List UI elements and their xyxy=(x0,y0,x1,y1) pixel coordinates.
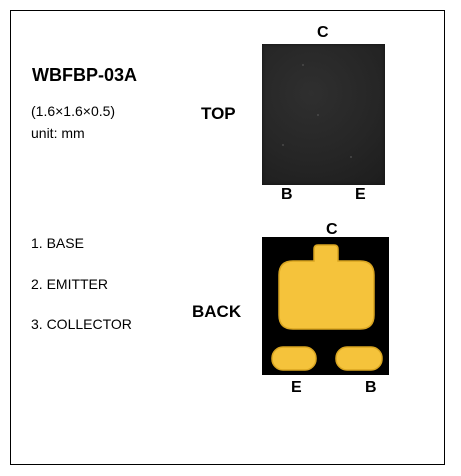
top-view-label: TOP xyxy=(201,104,236,123)
back-pads-svg xyxy=(271,244,383,371)
pin-list-item: 1. BASE xyxy=(31,235,84,251)
base-pad xyxy=(335,346,383,371)
surface-speck xyxy=(350,156,352,158)
top-view-chip-image xyxy=(262,44,385,185)
top-pin-e-label: E xyxy=(355,186,366,203)
emitter-pad xyxy=(271,346,317,371)
pin-list-item: 3. COLLECTOR xyxy=(31,316,132,332)
part-unit: unit: mm xyxy=(31,125,85,141)
surface-speck xyxy=(317,114,319,116)
pin-list-item: 2. EMITTER xyxy=(31,276,109,292)
top-pin-b-label: B xyxy=(281,186,293,203)
back-view-label: BACK xyxy=(192,302,242,321)
surface-speck xyxy=(302,64,304,66)
collector-pad xyxy=(278,244,375,330)
top-pin-c-label: C xyxy=(317,24,329,41)
back-pin-e-label: E xyxy=(291,379,302,396)
back-view-chip-image xyxy=(262,237,389,375)
back-pin-c-label: C xyxy=(326,221,338,238)
surface-speck xyxy=(282,144,284,146)
part-name: WBFBP-03A xyxy=(32,65,138,85)
back-pin-b-label: B xyxy=(365,379,377,396)
part-dimensions: (1.6×1.6×0.5) xyxy=(31,103,116,119)
